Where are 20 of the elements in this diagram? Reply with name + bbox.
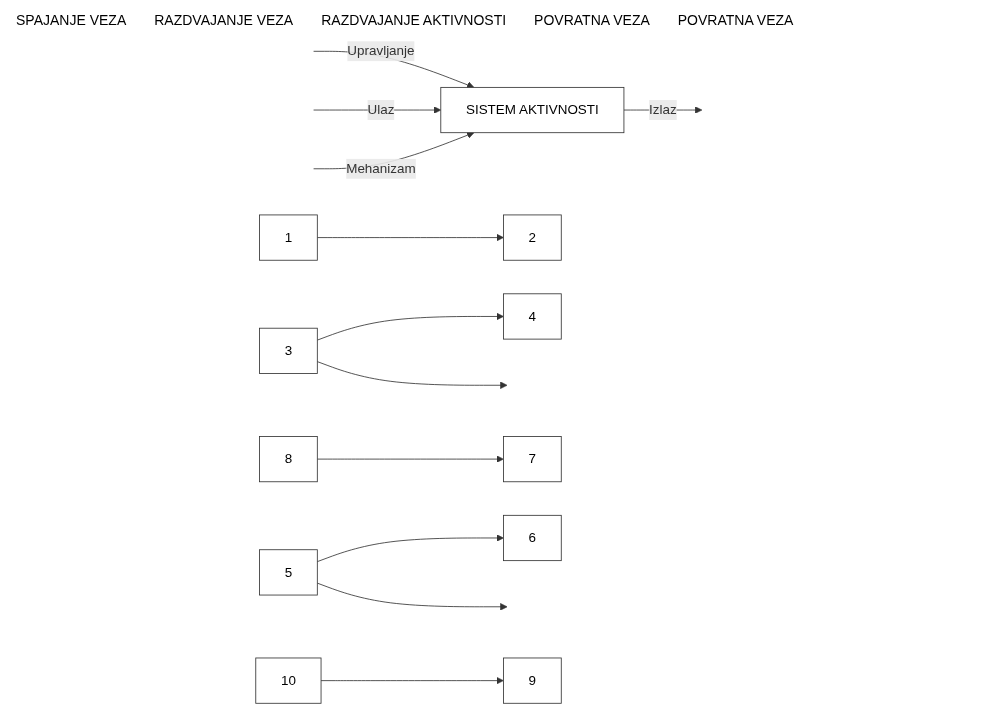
section-label: RAZDVAJANJE VEZA	[154, 12, 294, 28]
node-box: 10	[255, 657, 322, 704]
edge-label: Mehanizam	[346, 161, 416, 176]
edge-label: Izlaz	[649, 102, 677, 117]
edge-label: Upravljanje	[347, 43, 415, 59]
node-box: 6	[503, 514, 562, 562]
section-label: SPAJANJE VEZA	[16, 12, 127, 28]
node-box: 9	[503, 657, 562, 704]
edge-label: Ulaz	[367, 102, 395, 117]
section-label: POVRATNA VEZA	[677, 12, 794, 28]
section-label: POVRATNA VEZA	[534, 12, 650, 28]
node-box: 4	[503, 293, 562, 340]
node-box: 7	[503, 436, 562, 483]
node-box: 8	[259, 436, 318, 483]
node-box: 1	[259, 214, 318, 261]
node-box: SISTEM AKTIVNOSTI	[440, 86, 625, 134]
node-box: 3	[259, 327, 318, 374]
node-box: 5	[259, 549, 318, 596]
section-label: RAZDVAJANJE AKTIVNOSTI	[321, 12, 507, 28]
node-box: 2	[503, 214, 562, 261]
